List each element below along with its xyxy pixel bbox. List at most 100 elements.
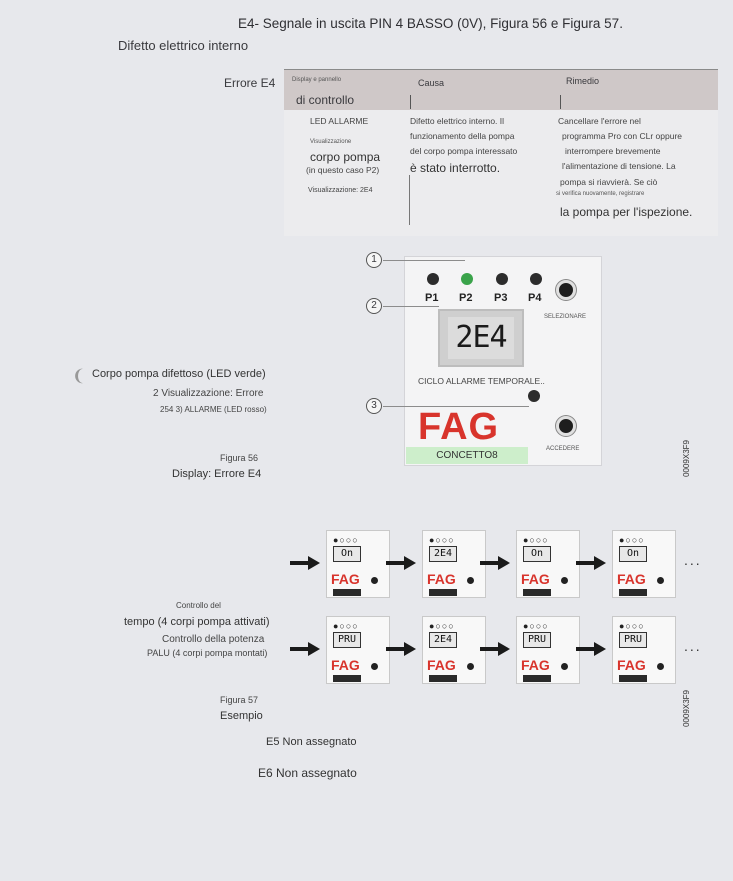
arrow-right-icon: [386, 556, 416, 570]
display-screen: 2E4: [438, 309, 524, 367]
callout-3: 3: [366, 398, 382, 414]
led-row: ●○○○: [619, 535, 645, 545]
mini-display: 2E4: [429, 632, 457, 648]
figure-code: 0009X3F9: [682, 690, 691, 727]
knob-icon: [467, 577, 474, 584]
pump-label: P1: [425, 292, 439, 304]
rimedio-line: la pompa per l'ispezione.: [560, 205, 693, 219]
display-vis2: Visualizzazione: 2E4: [308, 187, 373, 194]
row-label: Controllo del: [176, 601, 221, 610]
select-label: SELEZIONARE: [544, 314, 587, 320]
knob-icon: [371, 663, 378, 670]
causa-line: è stato interrotto.: [410, 161, 501, 175]
page-title: E4- Segnale in uscita PIN 4 BASSO (0V), …: [238, 16, 623, 31]
arrow-right-icon: [386, 642, 416, 656]
arrow-right-icon: [480, 556, 510, 570]
callout-leader: [383, 306, 439, 307]
fag-logo: FAG: [331, 657, 360, 673]
concetto-strip: [523, 675, 551, 682]
concetto-strip: [429, 675, 457, 682]
arrow-right-icon: [290, 642, 320, 656]
fag-logo: FAG: [427, 571, 456, 587]
display-led-label: LED ALLARME: [310, 116, 369, 126]
pump-label: P2: [459, 292, 473, 304]
legend-item: Corpo pompa difettoso (LED verde): [92, 368, 266, 380]
pump-label: P4: [528, 292, 542, 304]
rimedio-line: pompa si riavvierà. Se ciò: [560, 177, 658, 187]
causa-line: funzionamento della pompa: [410, 131, 515, 141]
rimedio-line: Cancellare l'errore nel: [558, 116, 641, 126]
legend-item: 254 3) ALLARME (LED rosso): [160, 405, 267, 414]
error-e6: E6 Non assegnato: [258, 766, 357, 780]
table-header: [284, 70, 718, 110]
led-row: ●○○○: [429, 535, 455, 545]
led-row: ●○○○: [429, 621, 455, 631]
rimedio-line: programma Pro con CLr oppure: [562, 131, 683, 141]
row-label: tempo (4 corpi pompa attivati): [124, 616, 270, 628]
knob-icon: [657, 663, 664, 670]
access-label: ACCEDERE: [546, 446, 580, 452]
mini-display: PRU: [619, 632, 647, 648]
concetto-strip: [333, 589, 361, 596]
mini-display: PRU: [523, 632, 551, 648]
knob-icon: [467, 663, 474, 670]
arrow-right-icon: [480, 642, 510, 656]
col-display: di controllo: [296, 93, 355, 107]
figure-caption: Display: Errore E4: [172, 468, 262, 480]
display-value: 2E4: [448, 317, 514, 359]
mini-display: On: [333, 546, 361, 562]
rimedio-line: interrompere brevemente: [565, 146, 661, 156]
col-divider: [560, 95, 561, 109]
legend-item: 2 Visualizzazione: Errore: [153, 388, 264, 399]
knob-icon: [561, 577, 568, 584]
knob-icon: [657, 577, 664, 584]
figure-caption: Esempio: [220, 710, 263, 722]
error-e5: E5 Non assegnato: [266, 736, 357, 748]
fag-logo: FAG: [427, 657, 456, 673]
mini-controller: ●○○○PRU FAG: [326, 616, 390, 684]
knob-icon: [371, 577, 378, 584]
concetto-label: CONCETTO8: [406, 447, 528, 464]
led-row: ●○○○: [523, 621, 549, 631]
cell-divider: [409, 175, 410, 225]
figure-caption: Figura 56: [220, 453, 259, 463]
row-label: Controllo della potenza: [162, 634, 265, 645]
concetto-strip: [429, 589, 457, 596]
causa-line: Difetto elettrico interno. Il: [410, 116, 505, 126]
mini-display: On: [523, 546, 551, 562]
rimedio-line: l'alimentazione di tensione. La: [562, 161, 676, 171]
figure-caption: Figura 57: [220, 695, 259, 705]
led-p3: [496, 273, 508, 285]
callout-2: 2: [366, 298, 382, 314]
col-rimedio: Rimedio: [566, 76, 600, 86]
display-corpo: corpo pompa: [310, 150, 381, 164]
mini-display: PRU: [333, 632, 361, 648]
rimedio-line: si verifica nuovamente, registrare: [556, 191, 645, 197]
mini-display: 2E4: [429, 546, 457, 562]
row-label: PALU (4 corpi pompa montati): [147, 648, 268, 658]
error-code-label: Errore E4: [224, 76, 276, 90]
col-causa: Causa: [418, 78, 445, 88]
cycle-label: CICLO ALLARME TEMPORALE..: [418, 376, 545, 386]
section-subtitle: Difetto elettrico interno: [118, 38, 249, 53]
access-button[interactable]: [556, 416, 576, 436]
concetto-strip: [333, 675, 361, 682]
pump-label: P3: [494, 292, 508, 304]
fag-logo: FAG: [418, 406, 500, 448]
knob-icon: [561, 663, 568, 670]
led-row: ●○○○: [333, 621, 359, 631]
ellipsis: ...: [684, 638, 702, 654]
display-vis-small: Visualizzazione: [310, 139, 352, 145]
table-body: [284, 110, 718, 236]
select-button[interactable]: [556, 280, 576, 300]
arrow-right-icon: [576, 556, 606, 570]
concetto-strip: [523, 589, 551, 596]
mini-display: On: [619, 546, 647, 562]
table-top-rule: [284, 69, 718, 70]
